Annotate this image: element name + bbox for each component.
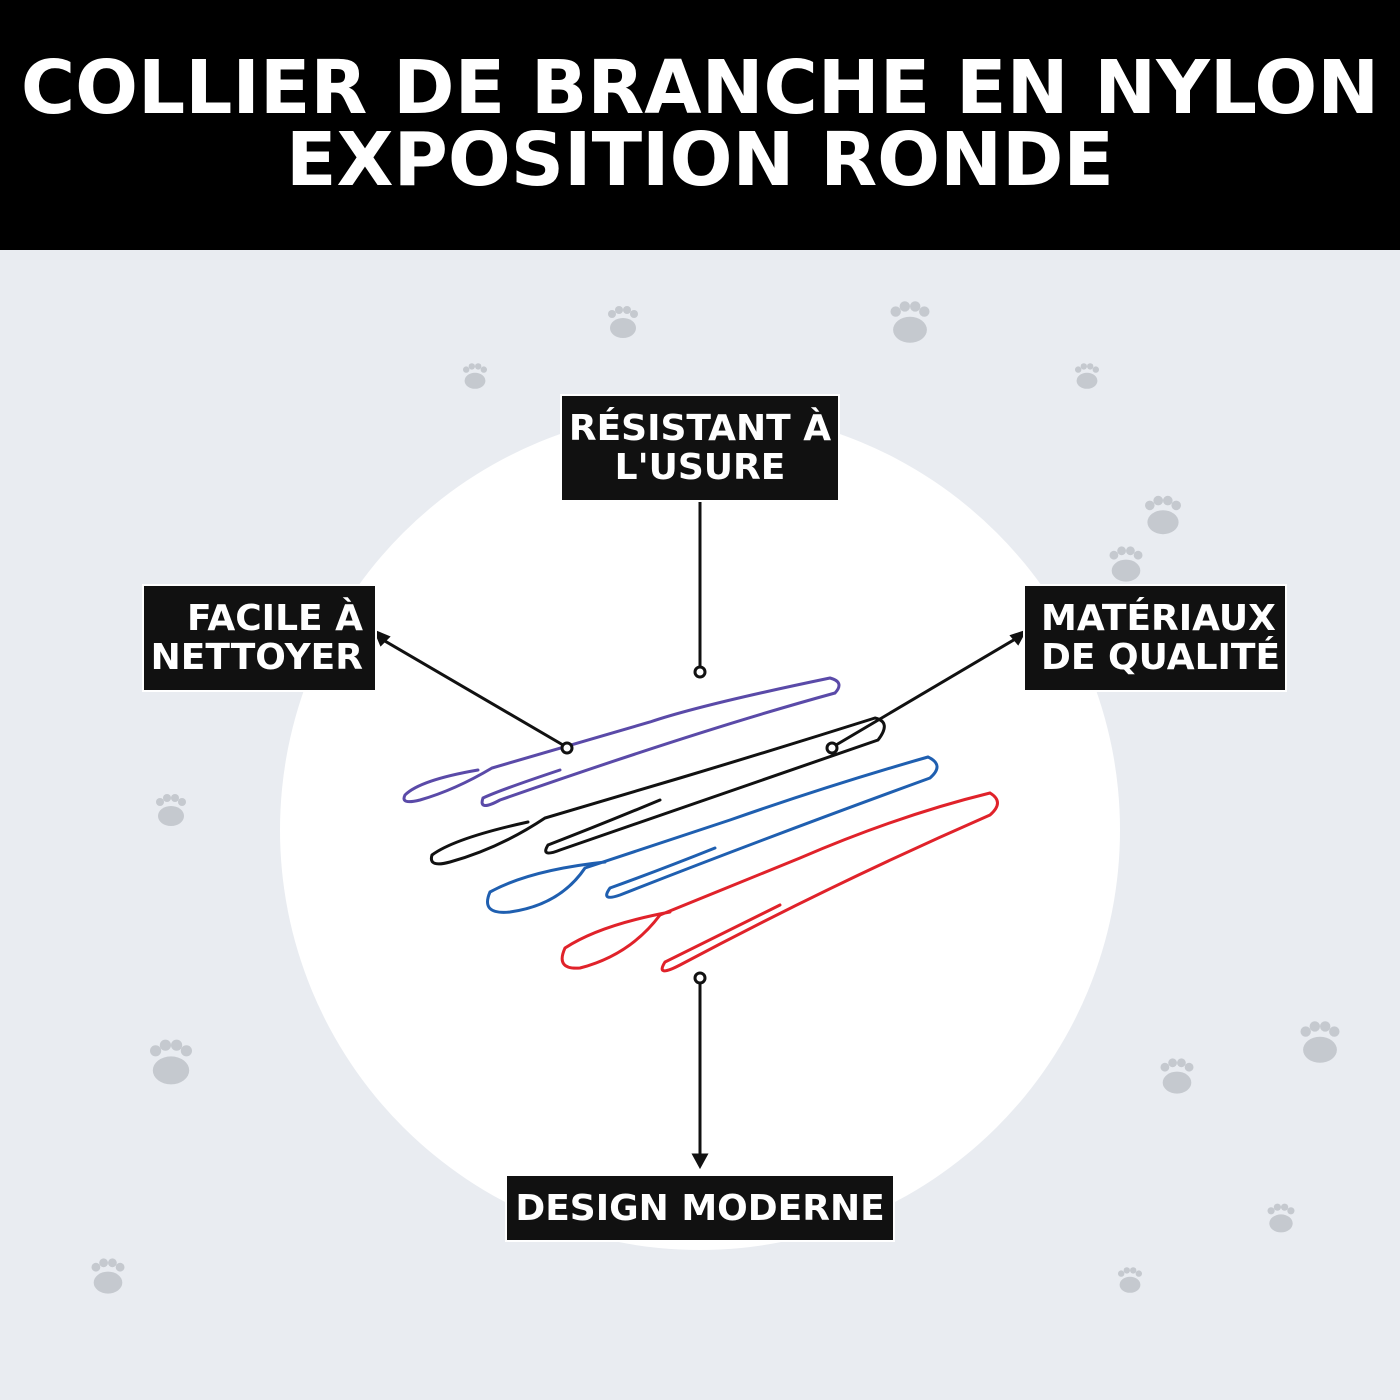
- label-quality-line-1: MATÉRIAUX: [1041, 598, 1276, 639]
- red-leash: [560, 791, 999, 973]
- label-easy-clean-line-2: NETTOYER: [150, 637, 363, 678]
- label-resistant-line-2: L'USURE: [614, 447, 786, 488]
- title-line-2: EXPOSITION RONDE: [286, 117, 1114, 203]
- label-quality-line-2: DE QUALITÉ: [1041, 637, 1281, 678]
- callout-lines: [373, 502, 1028, 1170]
- title-line-1: COLLIER DE BRANCHE EN NYLON: [20, 45, 1380, 131]
- label-resistant: RÉSISTANT À L'USURE: [560, 394, 840, 502]
- label-modern-design: DESIGN MODERNE: [505, 1174, 895, 1242]
- label-easy-clean-line-1: FACILE À: [186, 598, 363, 639]
- purple-leash: [402, 676, 841, 807]
- blue-leash: [486, 755, 939, 914]
- label-easy-clean: FACILE À NETTOYER: [142, 584, 377, 692]
- title-banner: COLLIER DE BRANCHE EN NYLON EXPOSITION R…: [0, 0, 1400, 250]
- black-leash: [429, 716, 886, 866]
- label-resistant-line-1: RÉSISTANT À: [568, 408, 832, 449]
- label-modern-design-text: DESIGN MODERNE: [515, 1187, 885, 1229]
- label-quality-materials: MATÉRIAUX DE QUALITÉ: [1023, 584, 1287, 692]
